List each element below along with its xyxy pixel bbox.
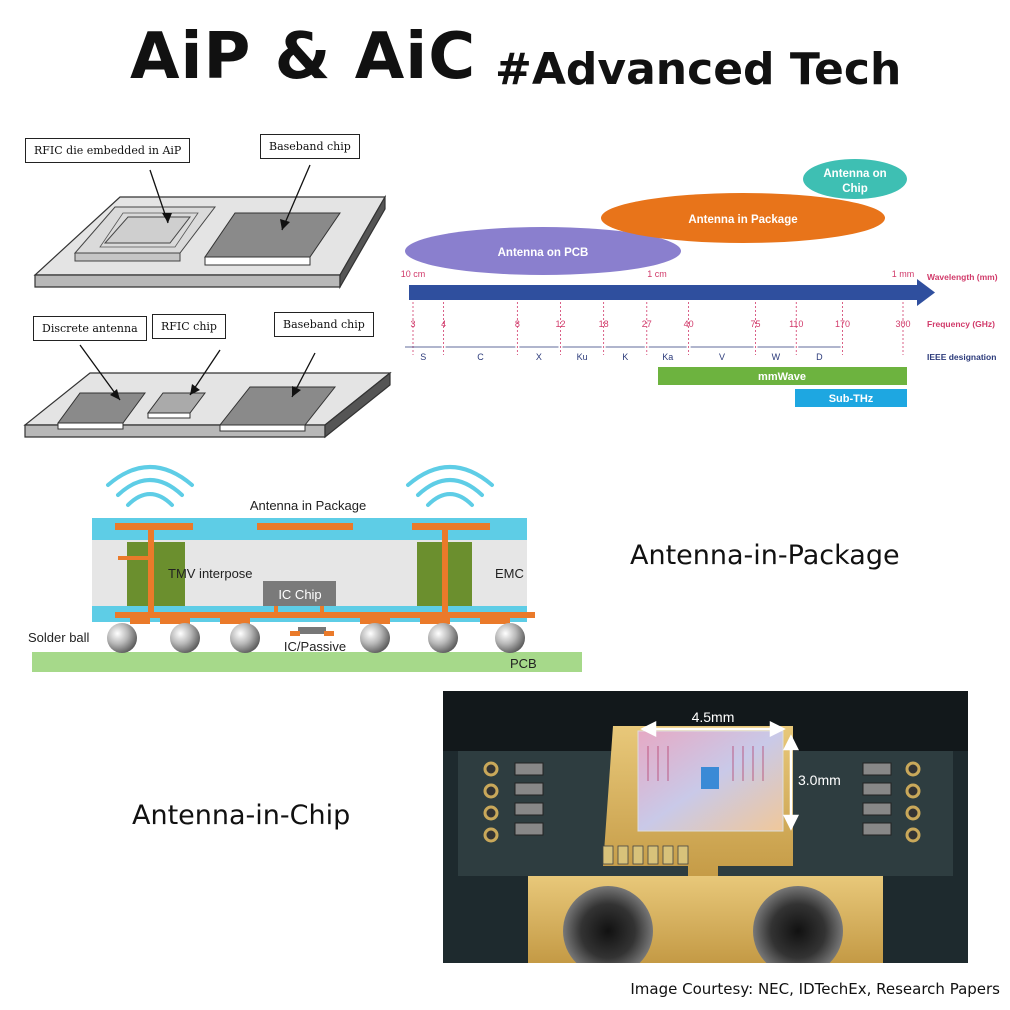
ellipse-label-chip-1: Antenna on [823, 168, 886, 180]
frequency-tick-label: 12 [555, 319, 565, 329]
frequency-tick-label: 40 [684, 319, 694, 329]
label-baseband-aip: Baseband chip [260, 134, 360, 159]
wavelength-10cm: 10 cm [401, 269, 426, 279]
ic-chip [263, 581, 336, 606]
ieee-axis-label: IEEE designation [927, 352, 996, 362]
ic-passive [298, 627, 326, 634]
frequency-tick-label: 18 [599, 319, 609, 329]
width-label: 4.5mm [692, 709, 735, 725]
band-label: Ku [577, 352, 588, 362]
dimension-arrows [640, 720, 800, 831]
wavelength-axis-label: Wavelength (mm) [927, 272, 998, 282]
frequency-tick-label: 110 [789, 319, 803, 329]
frequency-axis-label: Frequency (GHz) [927, 319, 995, 329]
ellipse-antenna-on-pcb [405, 227, 681, 275]
frequency-tick-label: 3 [410, 319, 415, 329]
frequency-tick-label: 300 [895, 319, 910, 329]
band-label: C [477, 352, 484, 362]
ellipse-label-package: Antenna in Package [688, 214, 797, 226]
ellipse-antenna-on-chip [803, 159, 907, 199]
chip-photo: 4.5mm 3.0mm [443, 691, 968, 963]
label-discrete-antenna: Discrete antenna [33, 316, 147, 341]
band-label: Ka [662, 352, 673, 362]
aip-board [33, 164, 387, 290]
label-tmv-interpose: TMV interpose [168, 566, 253, 581]
hashtag: #Advanced Tech [495, 44, 902, 95]
wireless-signal-icon [106, 465, 194, 507]
package-drawings [23, 164, 392, 439]
label-rfic-embedded: RFIC die embedded in AiP [25, 138, 191, 163]
label-baseband-discrete: Baseband chip [274, 312, 374, 337]
label-antenna-in-chip-section: Antenna-in-Chip [132, 800, 351, 831]
label-solder-ball: Solder ball [28, 630, 90, 645]
mmwave-bar [658, 367, 907, 385]
frequency-tick-label: 170 [835, 319, 850, 329]
label-ic-passive: IC/Passive [284, 639, 346, 654]
wireless-signal-icon [406, 465, 494, 507]
frequency-ticks: 3 4 8 12 18 27 40 75 110 170 300 [410, 302, 911, 355]
label-emc: EMC [495, 566, 524, 581]
frequency-tick-label: 75 [750, 319, 760, 329]
band-label: V [719, 352, 725, 362]
band-label: K [622, 352, 628, 362]
label-rfic-chip: RFIC chip [152, 314, 226, 339]
ellipse-label-chip-2: Chip [842, 183, 868, 195]
frequency-spectrum: Antenna on PCB Antenna in Package Antenn… [401, 159, 998, 407]
solder-balls [107, 623, 525, 653]
wavelength-1mm: 1 mm [892, 269, 915, 279]
ieee-bands: S C X Ku K Ka V W D [405, 346, 841, 362]
label-ic-chip: IC Chip [278, 587, 321, 602]
spectrum-axis-arrow [409, 285, 919, 300]
spectrum-axis-arrowhead [917, 279, 935, 306]
frequency-tick-label: 8 [515, 319, 520, 329]
frequency-tick-label: 4 [441, 319, 446, 329]
band-label: S [420, 352, 426, 362]
label-antenna-in-package-section: Antenna-in-Package [630, 540, 900, 571]
discrete-board [23, 344, 392, 439]
subthz-label: Sub-THz [829, 393, 874, 405]
band-label: X [536, 352, 542, 362]
ellipse-label-pcb: Antenna on PCB [498, 247, 589, 259]
height-label: 3.0mm [798, 772, 841, 788]
wavelength-1cm: 1 cm [647, 269, 667, 279]
pcb-layer [32, 652, 582, 672]
aip-cross-section: Antenna in Package TMV interpose EMC IC … [28, 465, 582, 672]
mmwave-label: mmWave [758, 371, 806, 383]
tmv-via-left [127, 542, 185, 606]
subthz-bar [795, 389, 907, 407]
frequency-tick-label: 27 [642, 319, 652, 329]
ellipse-antenna-in-package [601, 193, 885, 243]
label-antenna-in-package: Antenna in Package [250, 498, 366, 513]
image-courtesy: Image Courtesy: NEC, IDTechEx, Research … [630, 980, 1000, 998]
band-label: W [772, 352, 781, 362]
page-title: AiP & AiC [130, 20, 477, 94]
band-label: D [816, 352, 823, 362]
label-pcb: PCB [510, 656, 537, 671]
